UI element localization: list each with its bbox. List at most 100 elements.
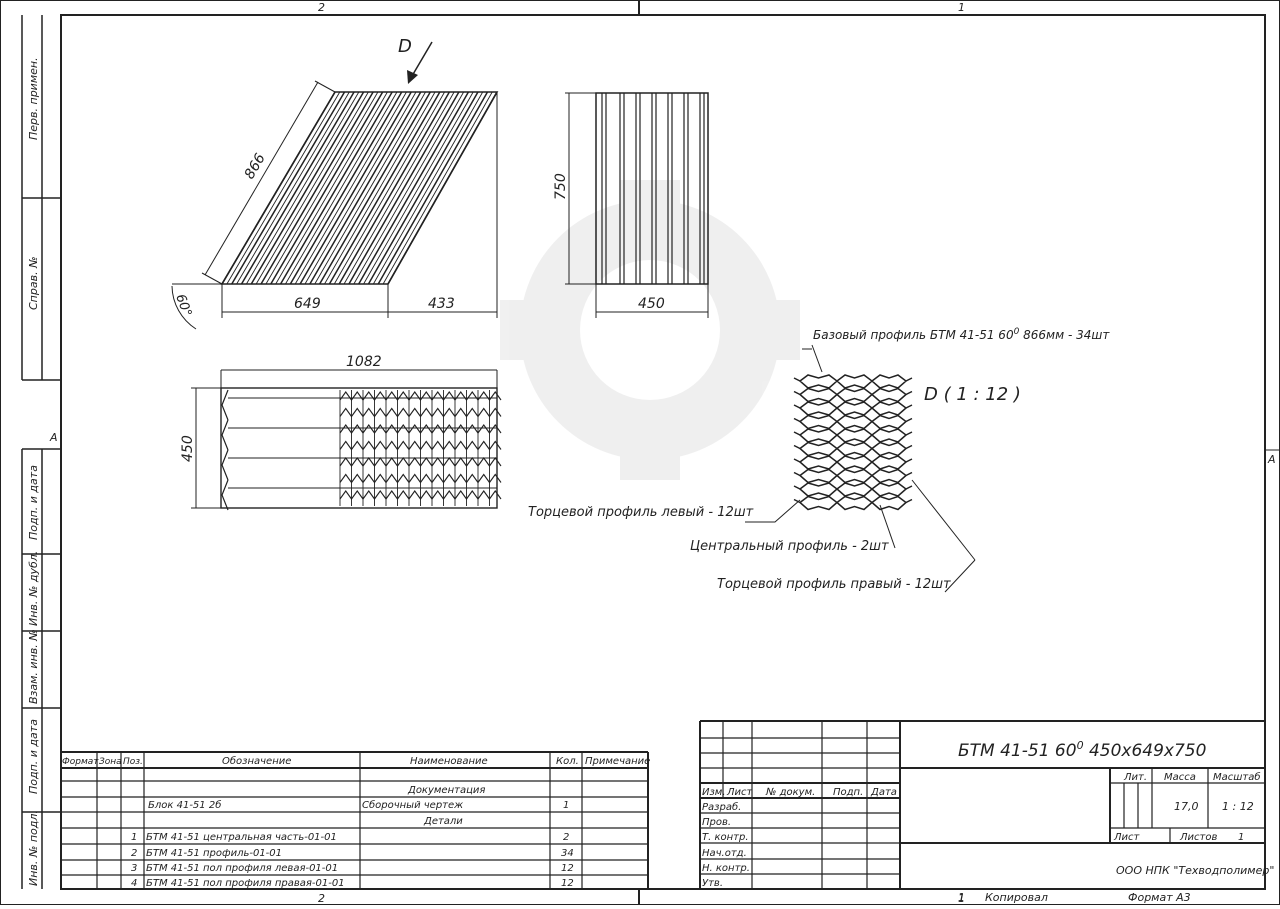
plan-view bbox=[172, 81, 497, 329]
honeycomb-cell bbox=[872, 497, 906, 510]
honeycomb-cell bbox=[872, 416, 906, 429]
tb-sheets: 1 bbox=[1238, 832, 1244, 843]
dim-450-front: 450 bbox=[638, 296, 665, 312]
spec-section-parts: Детали bbox=[423, 816, 463, 827]
honeycomb-cell bbox=[800, 429, 837, 442]
spec-row-qty: 34 bbox=[561, 848, 574, 859]
honeycomb-edge bbox=[794, 459, 912, 462]
spec-row-qty: 12 bbox=[561, 863, 574, 874]
zone-label: 2 bbox=[318, 892, 325, 905]
honeycomb-cell bbox=[837, 497, 872, 510]
tb-company: ООО НПК "Техводполимер" bbox=[1116, 864, 1274, 877]
dim-866: 866 bbox=[242, 151, 269, 182]
honeycomb-cell bbox=[837, 375, 872, 388]
tb-copied: Копировал bbox=[985, 891, 1048, 904]
honeycomb-cell bbox=[872, 402, 906, 415]
honeycomb-edge bbox=[794, 473, 912, 476]
spec-doc-name: Сборочный чертеж bbox=[362, 799, 463, 811]
honeycomb-cell bbox=[800, 483, 837, 496]
honeycomb-cell bbox=[800, 497, 837, 510]
stamp-vzam-inv: Взам. инв. № bbox=[27, 629, 40, 704]
spec-row-designation: БТМ 41-51 профиль-01-01 bbox=[146, 848, 282, 859]
zone-label: A bbox=[49, 431, 58, 444]
spec-row-pos: 1 bbox=[131, 832, 137, 843]
honeycomb-cell bbox=[837, 429, 872, 442]
spec-head-pos: Поз. bbox=[123, 757, 143, 767]
honeycomb-cell bbox=[872, 456, 906, 469]
honeycomb-cell bbox=[800, 470, 837, 483]
honeycomb-edge bbox=[794, 486, 912, 489]
plan-corrugation-lines bbox=[222, 92, 497, 284]
dim-450-side: 450 bbox=[180, 435, 196, 462]
spec-doc-designation: Блок 41-51 2б bbox=[148, 799, 221, 811]
stamp-inv-dubl: Инв. № дубл. bbox=[27, 551, 40, 626]
spec-row-pos: 3 bbox=[131, 863, 137, 874]
spec-head-qty: Кол. bbox=[556, 756, 579, 767]
end-profile bbox=[222, 480, 228, 510]
end-profile bbox=[222, 390, 228, 420]
honeycomb-cell bbox=[872, 483, 906, 496]
spec-row-designation: БТМ 41-51 пол профиля правая-01-01 bbox=[146, 878, 345, 889]
tb-role: Разраб. bbox=[702, 801, 741, 813]
tb-sheets-label: Листов bbox=[1179, 832, 1217, 843]
stamp-sprav-no: Справ. № bbox=[27, 256, 40, 310]
detail-label: D ( 1 : 12 ) bbox=[924, 384, 1021, 405]
title-main: БТМ 41-51 600 450x649x750 bbox=[958, 739, 1206, 761]
spec-head-format: Формат bbox=[62, 757, 99, 767]
spec-row-designation: БТМ 41-51 пол профиля левая-01-01 bbox=[146, 863, 338, 874]
honeycomb-cell bbox=[872, 470, 906, 483]
spec-head-name: Наименование bbox=[410, 756, 488, 767]
callout-center: Центральный профиль - 2шт bbox=[690, 539, 889, 554]
tb-role: Нач.отд. bbox=[702, 848, 747, 859]
honeycomb-cell bbox=[872, 389, 906, 402]
honeycomb-cell bbox=[837, 483, 872, 496]
tb-head-doc: № докум. bbox=[765, 787, 815, 798]
tb-head-sign: Подп. bbox=[833, 787, 863, 798]
spec-head-note: Примечание bbox=[585, 756, 650, 767]
zone-label: 2 bbox=[318, 1, 325, 14]
tb-role: Т. контр. bbox=[702, 832, 749, 843]
detail-d-honeycomb bbox=[794, 375, 912, 510]
honeycomb-edge bbox=[794, 432, 912, 435]
dim-649: 649 bbox=[294, 296, 321, 312]
honeycomb-cell bbox=[872, 443, 906, 456]
tb-lit-label: Лит. bbox=[1123, 772, 1147, 783]
honeycomb-cell bbox=[837, 389, 872, 402]
honeycomb-cell bbox=[872, 429, 906, 442]
honeycomb-cell bbox=[800, 389, 837, 402]
honeycomb-cell bbox=[800, 443, 837, 456]
spec-row-pos: 4 bbox=[131, 878, 137, 889]
honeycomb-edge bbox=[794, 392, 912, 395]
tb-head-date: Дата bbox=[870, 787, 897, 798]
callout-left: Торцевой профиль левый - 12шт bbox=[528, 505, 754, 520]
side-profile-body bbox=[221, 388, 501, 510]
stamp-podp-data: Подп. и дата bbox=[27, 465, 40, 540]
honeycomb-edge bbox=[794, 500, 912, 503]
spec-row-qty: 12 bbox=[561, 878, 574, 889]
spec-row-pos: 2 bbox=[131, 848, 137, 859]
honeycomb-cell bbox=[837, 443, 872, 456]
honeycomb-edge bbox=[794, 419, 912, 422]
corrugation-line bbox=[227, 92, 340, 284]
tb-role: Пров. bbox=[702, 817, 731, 828]
zone-label: A bbox=[1267, 453, 1276, 466]
tb-role: Утв. bbox=[702, 878, 723, 889]
honeycomb-cell bbox=[837, 402, 872, 415]
side-view bbox=[191, 370, 501, 510]
honeycomb-edge bbox=[794, 378, 912, 381]
tb-head-list: Лист bbox=[726, 787, 754, 798]
spec-doc-qty: 1 bbox=[563, 800, 569, 811]
honeycomb-edge bbox=[794, 405, 912, 408]
end-profile bbox=[222, 420, 228, 450]
watermark-gear-icon bbox=[500, 180, 800, 480]
spec-section-docs: Документация bbox=[407, 785, 485, 796]
callout-right: Торцевой профиль правый - 12шт bbox=[717, 577, 951, 592]
honeycomb-cell bbox=[837, 456, 872, 469]
honeycomb-cell bbox=[800, 456, 837, 469]
callout-base: Базовый профиль БТМ 41-51 600 866мм - 34… bbox=[813, 327, 1110, 342]
honeycomb-cell bbox=[837, 470, 872, 483]
tb-format: Формат А3 bbox=[1128, 891, 1191, 904]
spec-head-zone: Зона bbox=[99, 757, 122, 767]
honeycomb-cell bbox=[872, 375, 906, 388]
